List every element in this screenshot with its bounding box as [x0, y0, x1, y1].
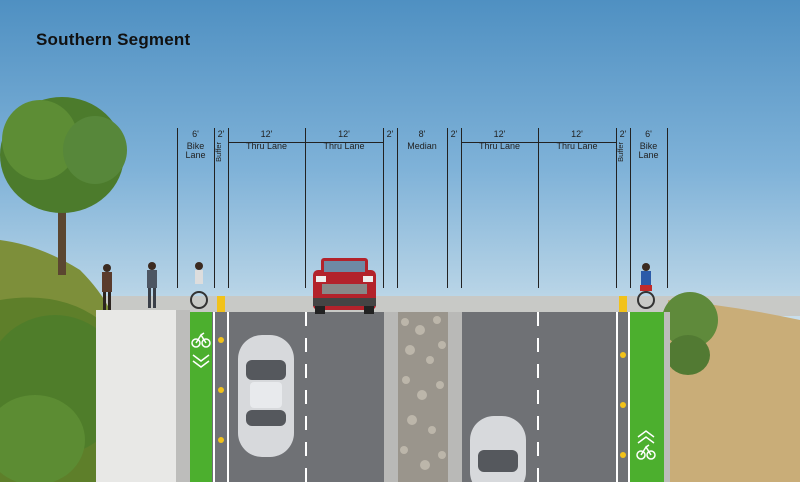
- curb-right: [664, 312, 670, 482]
- shrub: [662, 292, 718, 348]
- dimension-boundary: [397, 128, 398, 288]
- median-curb-right: [448, 312, 462, 482]
- dimension-label: 12'Thru Lane: [556, 129, 598, 151]
- bollard: [619, 296, 627, 312]
- dimension-boundary: [214, 128, 215, 288]
- dimension-boundary: [177, 128, 178, 288]
- dimension-boundary: [383, 128, 384, 288]
- dimension-label: 8'Median: [407, 129, 437, 151]
- median-stones: [400, 316, 446, 470]
- pedestrians: [102, 262, 157, 310]
- buffer-left: [212, 312, 230, 482]
- dimension-label: 6'Bike Lane: [638, 129, 659, 160]
- curb-left: [176, 310, 190, 482]
- tree-canopy: [63, 116, 127, 184]
- buffer-right: [616, 312, 630, 482]
- dimension-label: 2'Buffer: [616, 129, 627, 162]
- dimension-arrow: [538, 142, 616, 143]
- tree-canopy: [2, 100, 78, 180]
- bollard: [217, 296, 225, 312]
- car-left: [238, 335, 294, 457]
- dimension-arrow: [461, 142, 538, 143]
- delineator-dots: [218, 337, 626, 458]
- dimension-boundary: [447, 128, 448, 288]
- dimension-boundary: [667, 128, 668, 288]
- sidewalk: [96, 310, 176, 482]
- page-title: Southern Segment: [36, 30, 191, 49]
- dimension-label: 2': [450, 129, 458, 139]
- bike-symbol-icon: [191, 332, 656, 460]
- dimension-boundary: [305, 128, 306, 288]
- dimension-label: 12'Thru Lane: [245, 129, 288, 151]
- tree-trunk: [58, 180, 66, 275]
- dimension-label: 12'Thru Lane: [323, 129, 365, 151]
- dimension-label: 2'Buffer: [214, 129, 225, 162]
- ground-band: [0, 296, 800, 316]
- dimension-boundary: [616, 128, 617, 288]
- dimension-boundary: [538, 128, 539, 288]
- dimension-label: 12'Thru Lane: [478, 129, 521, 151]
- dimension-boundary: [228, 128, 229, 288]
- dimension-arrow: [305, 142, 383, 143]
- median-curb-left: [384, 312, 398, 482]
- shrub: [0, 395, 85, 482]
- dimension-arrow: [228, 142, 305, 143]
- dimension-boundary: [630, 128, 631, 288]
- red-truck: [313, 258, 376, 314]
- dimension-label: 2': [386, 129, 394, 139]
- shrub: [666, 335, 710, 375]
- car-right: [470, 416, 526, 482]
- bike-lane-left: [190, 312, 212, 482]
- cyclists: [190, 262, 655, 309]
- dimension-label: 6'Bike Lane: [185, 129, 206, 160]
- dimension-boundary: [461, 128, 462, 288]
